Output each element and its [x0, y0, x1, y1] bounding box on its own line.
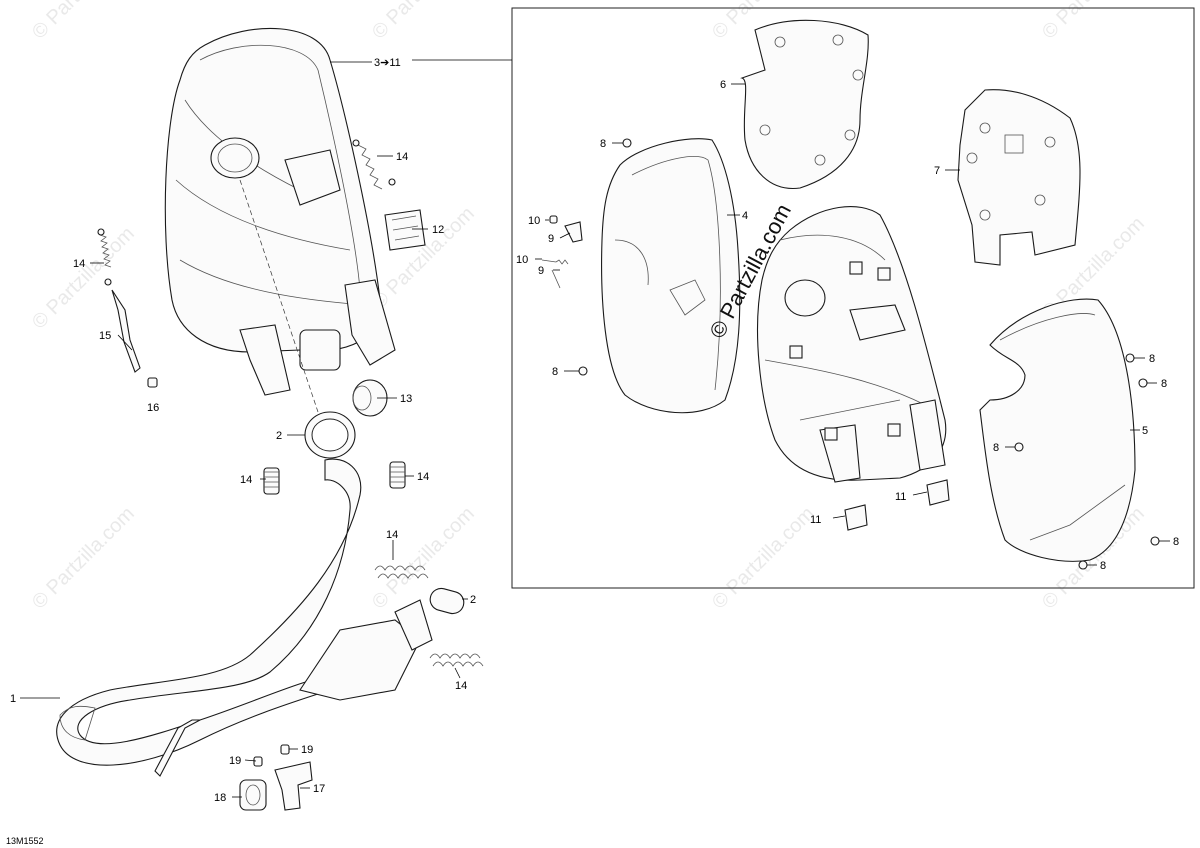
callout-12: 12 [432, 224, 444, 236]
callout-11: 11 [895, 491, 906, 503]
spring-part-14-small [263, 461, 406, 495]
callout-4: 4 [742, 210, 748, 222]
callout-8: 8 [1149, 353, 1155, 365]
cover-part-4-logo-area [614, 239, 649, 286]
callout-17: 17 [313, 783, 325, 795]
mount-bracket-group [239, 744, 313, 811]
callout-8: 8 [552, 366, 558, 378]
callout-6: 6 [720, 79, 726, 91]
watermark-text: © Partzilla.com [368, 203, 479, 314]
fastener-group [541, 138, 1160, 570]
callout-3-11: 3➔11 [374, 57, 401, 69]
cover-part-4 [601, 138, 741, 414]
callout-labels: 3➔11 14 12 14 15 16 13 2 14 14 14 2 14 1… [10, 57, 1179, 804]
watermark-text: © Partzilla.com [708, 503, 819, 614]
callout-8: 8 [1161, 378, 1167, 390]
gasket-ring-part-2 [304, 411, 356, 459]
clip-part-12 [384, 209, 426, 251]
callout-14: 14 [240, 474, 252, 486]
callout-7: 7 [934, 165, 940, 177]
callout-14: 14 [386, 529, 398, 541]
diagram-reference-code: 13M1552 [6, 836, 44, 846]
callout-14: 14 [417, 471, 429, 483]
callout-13: 13 [400, 393, 412, 405]
callout-14: 14 [396, 151, 408, 163]
callout-10: 10 [528, 215, 540, 227]
callout-19: 19 [229, 755, 241, 767]
exhaust-pipe [56, 458, 433, 777]
leader-lines [20, 61, 1170, 798]
callout-10: 10 [516, 254, 528, 266]
subassembly-frame [511, 7, 1195, 589]
cover-part-4-tab [669, 279, 706, 316]
watermark-text: © Partzilla.com [1038, 0, 1149, 44]
heat-shield-part-6 [740, 19, 869, 189]
callout-2: 2 [470, 594, 476, 606]
heat-shield-part-6-holes [759, 34, 864, 166]
callout-9: 9 [538, 265, 544, 277]
callout-9: 9 [548, 233, 554, 245]
callout-1: 1 [10, 693, 16, 705]
spring-pair-14 [374, 565, 484, 667]
spring-part-14 [352, 139, 396, 190]
watermark-text: © Partzilla.com [368, 0, 479, 44]
callout-15: 15 [99, 330, 111, 342]
callout-14: 14 [73, 258, 85, 270]
callout-16: 16 [147, 402, 159, 414]
callout-8: 8 [993, 442, 999, 454]
clip-part-12-detail [391, 215, 420, 241]
callout-2: 2 [276, 430, 282, 442]
muffler-body-exploded-detail [764, 234, 946, 483]
heat-shield-part-7 [957, 89, 1081, 266]
muffler-assembly [164, 27, 396, 396]
heat-shield-part-7-holes [966, 122, 1056, 221]
callout-8: 8 [600, 138, 606, 150]
alignment-line [239, 179, 319, 413]
cover-part-5-edge [999, 313, 1126, 541]
spring-rod-left [97, 228, 158, 388]
callout-19: 19 [301, 744, 313, 756]
watermark-text: © Partzilla.com [28, 503, 139, 614]
watermark-text: © Partzilla.com [28, 0, 139, 44]
callout-18: 18 [214, 792, 226, 804]
callout-5: 5 [1142, 425, 1148, 437]
callout-14: 14 [455, 680, 467, 692]
callout-11: 11 [810, 514, 821, 526]
cover-part-4-edge [631, 156, 721, 391]
callout-8: 8 [1173, 536, 1179, 548]
sleeve-part-2 [429, 587, 465, 615]
muffler-body-exploded [757, 206, 947, 481]
callout-8: 8 [1100, 560, 1106, 572]
